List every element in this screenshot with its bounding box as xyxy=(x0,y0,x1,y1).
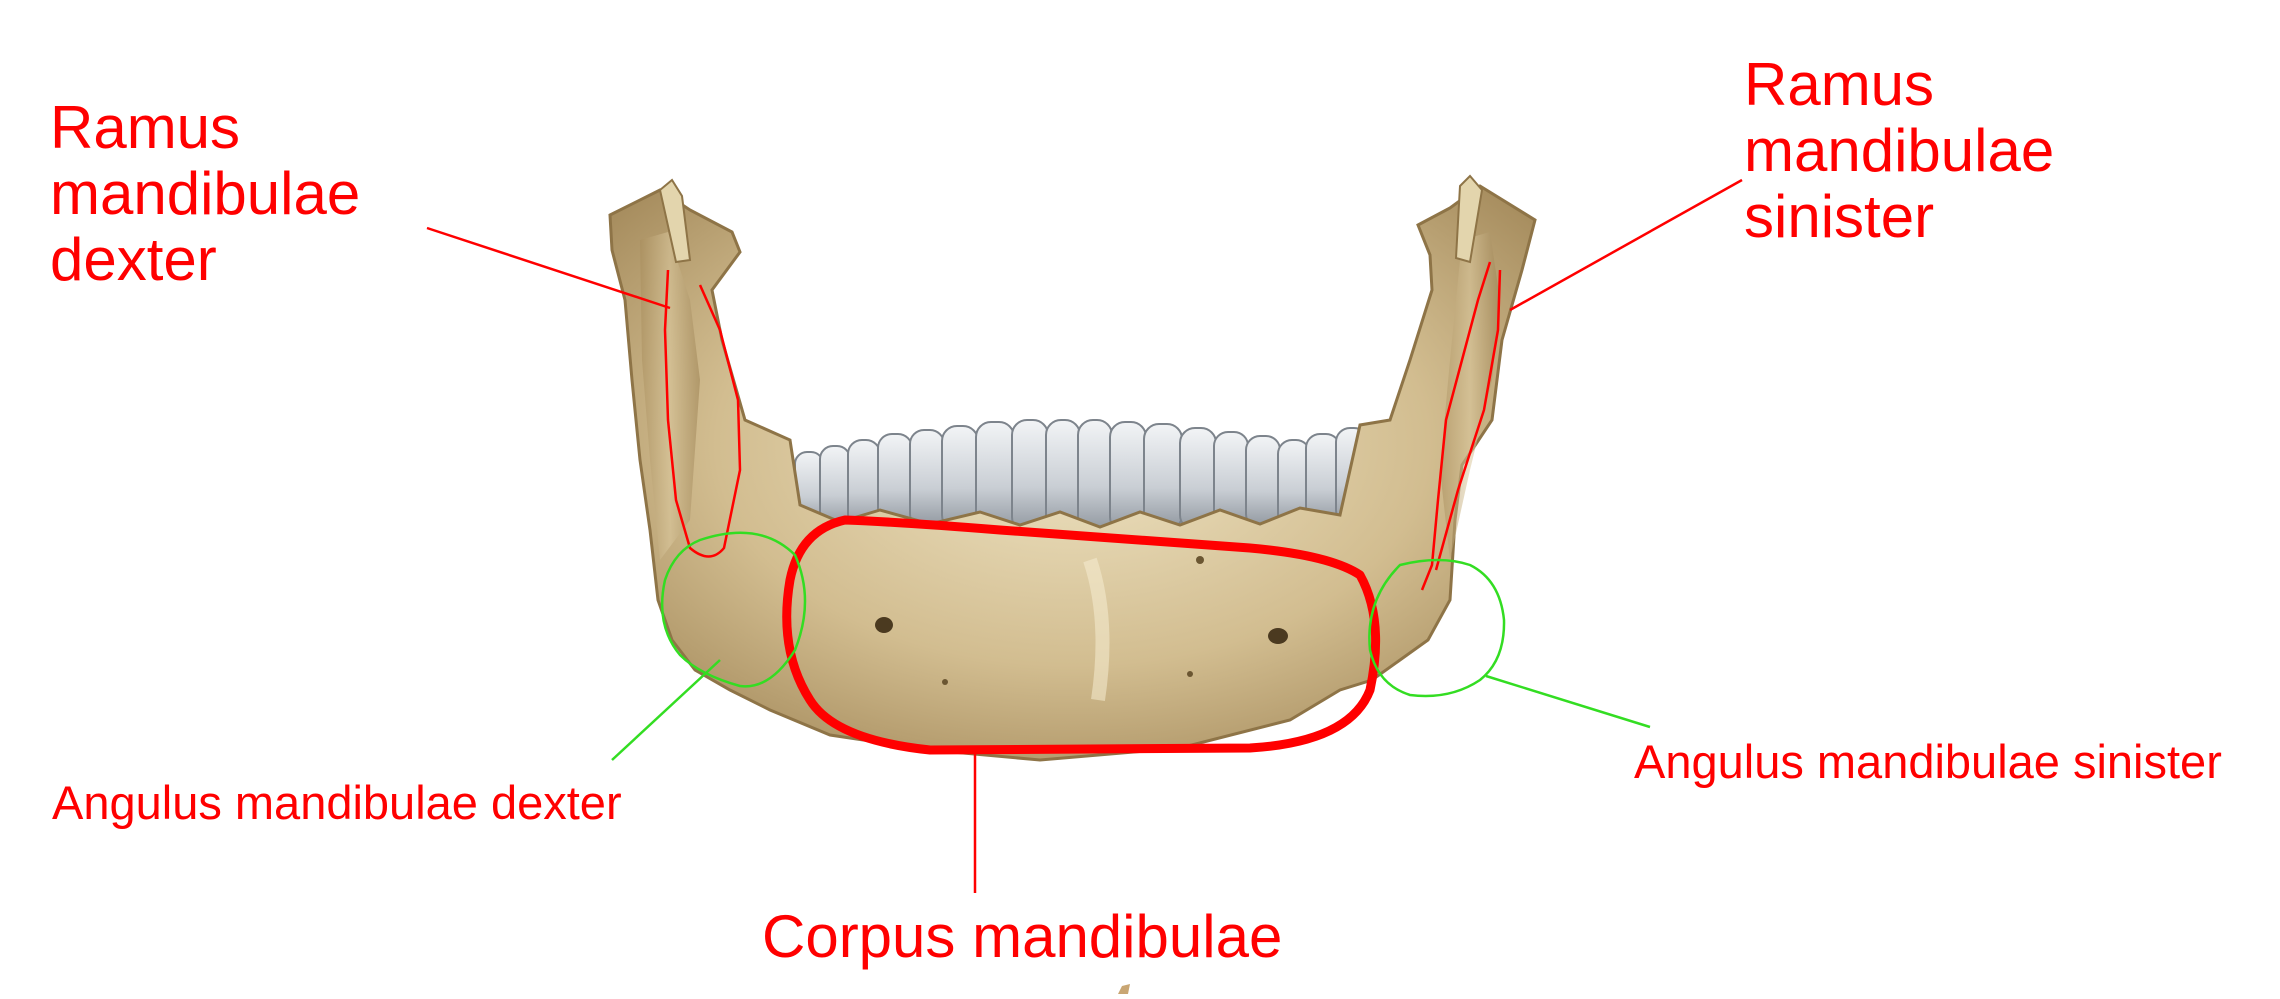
ramus-dexter-outline xyxy=(663,269,742,558)
mandible-bone xyxy=(608,184,1537,762)
angulus-dexter-circle xyxy=(660,531,807,688)
tooth xyxy=(1245,435,1281,529)
processus-dexter xyxy=(658,178,692,264)
bone-pit xyxy=(1187,671,1193,677)
ramus-sinister-outline xyxy=(1420,261,1502,591)
ramus-mandibulae-dexter-label: Ramus mandibulae dexter xyxy=(50,94,361,293)
foramen-mentale-dexter xyxy=(875,617,893,633)
angulus-sinister-circle xyxy=(1368,558,1506,698)
tooth xyxy=(909,429,945,529)
tooth xyxy=(1077,419,1113,533)
ramus-sinister-shading xyxy=(1440,232,1500,560)
corpus-mandibulae-label: Corpus mandibulae xyxy=(762,903,1283,970)
ramus-mandibulae-sinister-label: Ramus mandibulae sinister xyxy=(1744,51,2055,250)
bone-pit xyxy=(1196,556,1204,564)
tooth xyxy=(1011,419,1049,533)
corpus-outline xyxy=(782,515,1381,755)
ramus-dexter-shading xyxy=(640,232,700,560)
angulus-mandibulae-dexter-label: Angulus mandibulae dexter xyxy=(52,776,622,829)
angulus-dexter-leader-line xyxy=(611,659,721,761)
angulus-mandibulae-sinister-label: Angulus mandibulae sinister xyxy=(1634,735,2222,788)
processus-sinister xyxy=(1454,174,1484,264)
ramus-sinister-leader-line xyxy=(1509,178,1743,312)
teeth xyxy=(794,419,1369,533)
angulus-sinister-leader-line xyxy=(1485,674,1651,729)
foramen-mentale-sinister xyxy=(1268,628,1288,644)
protuberantia-highlight xyxy=(1083,557,1110,702)
bone-pit xyxy=(942,679,948,685)
bone-fragment xyxy=(1118,984,1130,994)
ramus-dexter-leader-line xyxy=(426,226,671,310)
